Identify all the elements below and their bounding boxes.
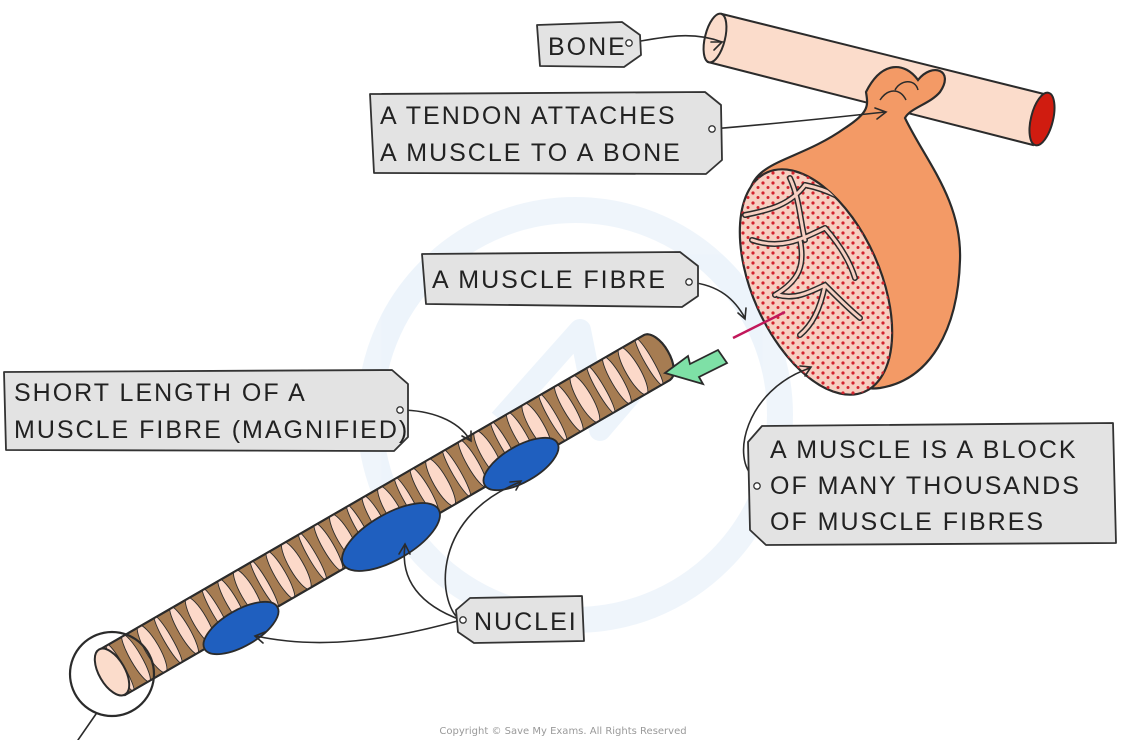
muscle-illustration xyxy=(709,67,960,418)
label-short-length: SHORT LENGTH OF A MUSCLE FIBRE (MAGNIFIE… xyxy=(4,370,409,451)
label-muscle: A MUSCLE IS A BLOCK OF MANY THOUSANDS OF… xyxy=(748,423,1116,545)
label-muscle-line-1: A MUSCLE IS A BLOCK xyxy=(770,436,1078,464)
label-muscle-line-2: OF MANY THOUSANDS xyxy=(770,472,1081,500)
label-tendon-line-2: A MUSCLE TO A BONE xyxy=(380,139,682,167)
label-fibre-text: A MUSCLE FIBRE xyxy=(432,266,667,294)
label-short-length-line-1: SHORT LENGTH OF A xyxy=(14,379,307,407)
label-tendon: A TENDON ATTACHES A MUSCLE TO A BONE xyxy=(370,92,722,174)
label-bone-text: BONE xyxy=(548,33,627,61)
label-muscle-line-3: OF MUSCLE FIBRES xyxy=(770,508,1045,536)
label-fibre: A MUSCLE FIBRE xyxy=(422,252,698,307)
copyright-notice: Copyright © Save My Exams. All Rights Re… xyxy=(439,726,686,737)
label-bone: BONE xyxy=(537,22,641,67)
label-tendon-line-1: A TENDON ATTACHES xyxy=(380,102,677,130)
label-nuclei: NUCLEI xyxy=(456,596,584,643)
green-arrow xyxy=(665,350,727,384)
label-nuclei-text: NUCLEI xyxy=(474,608,578,636)
label-short-length-line-2: MUSCLE FIBRE (MAGNIFIED) xyxy=(14,416,409,444)
